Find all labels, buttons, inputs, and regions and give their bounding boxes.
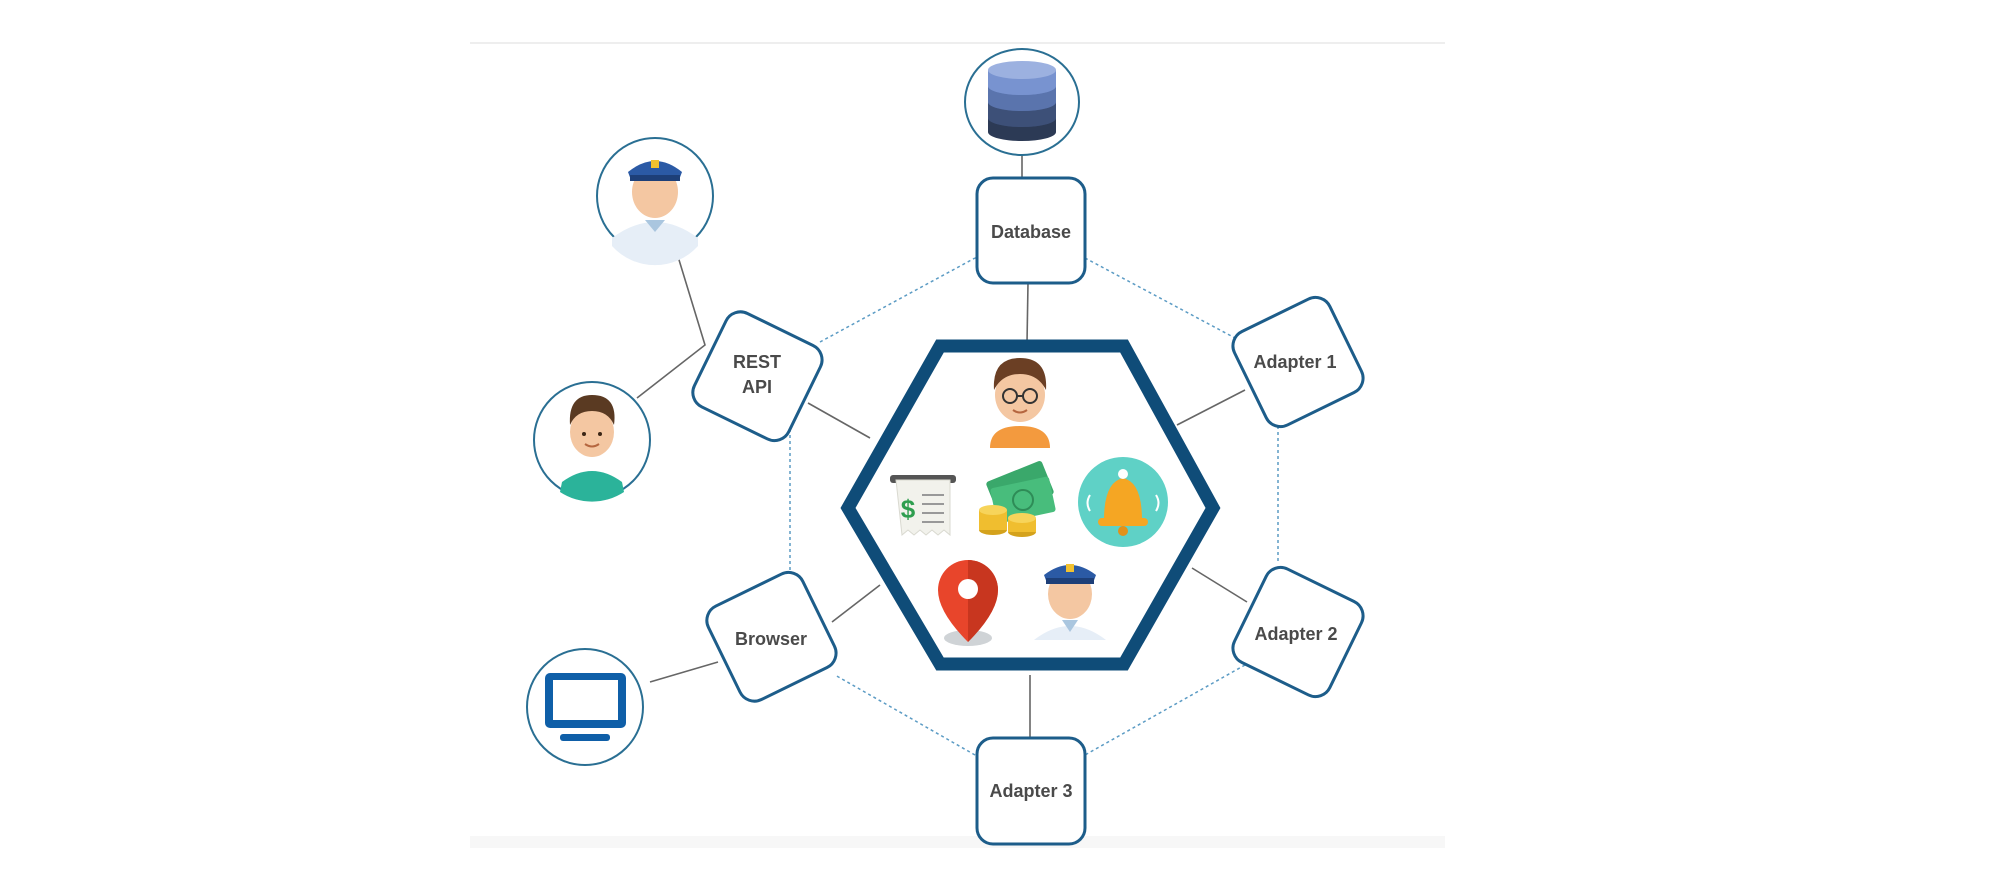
bottom-frame-band [470,836,1445,848]
bell-notification-icon [1078,457,1168,547]
node-browser[interactable] [701,567,841,707]
officer-avatar-icon [1034,564,1106,640]
node-browser-label: Browser [735,629,807,649]
node-adapter3-label: Adapter 3 [989,781,1072,801]
node-rest-api-label-line1: REST [733,352,781,372]
node-rest-api-label-line2: API [742,377,772,397]
cash-coins-icon [979,460,1056,537]
monitor-icon [526,648,644,766]
connector-lines [636,155,1248,738]
node-adapter1-label: Adapter 1 [1253,352,1336,372]
boy-avatar-icon [533,381,651,502]
node-adapter2-label: Adapter 2 [1254,624,1337,644]
database-stack-icon [964,48,1080,156]
svg-text:$: $ [901,494,916,524]
node-rest-api[interactable] [687,306,827,446]
receipt-dollar-icon: $ [890,475,956,537]
node-database[interactable]: Database [975,176,1087,285]
location-pin-icon [938,560,998,646]
node-adapter2[interactable] [1228,562,1369,702]
police-officer-avatar-icon [596,137,714,266]
node-adapter3[interactable]: Adapter 3 [975,736,1087,846]
node-database-label: Database [991,222,1071,242]
developer-avatar-icon [990,358,1050,448]
node-adapter1[interactable] [1228,292,1369,432]
